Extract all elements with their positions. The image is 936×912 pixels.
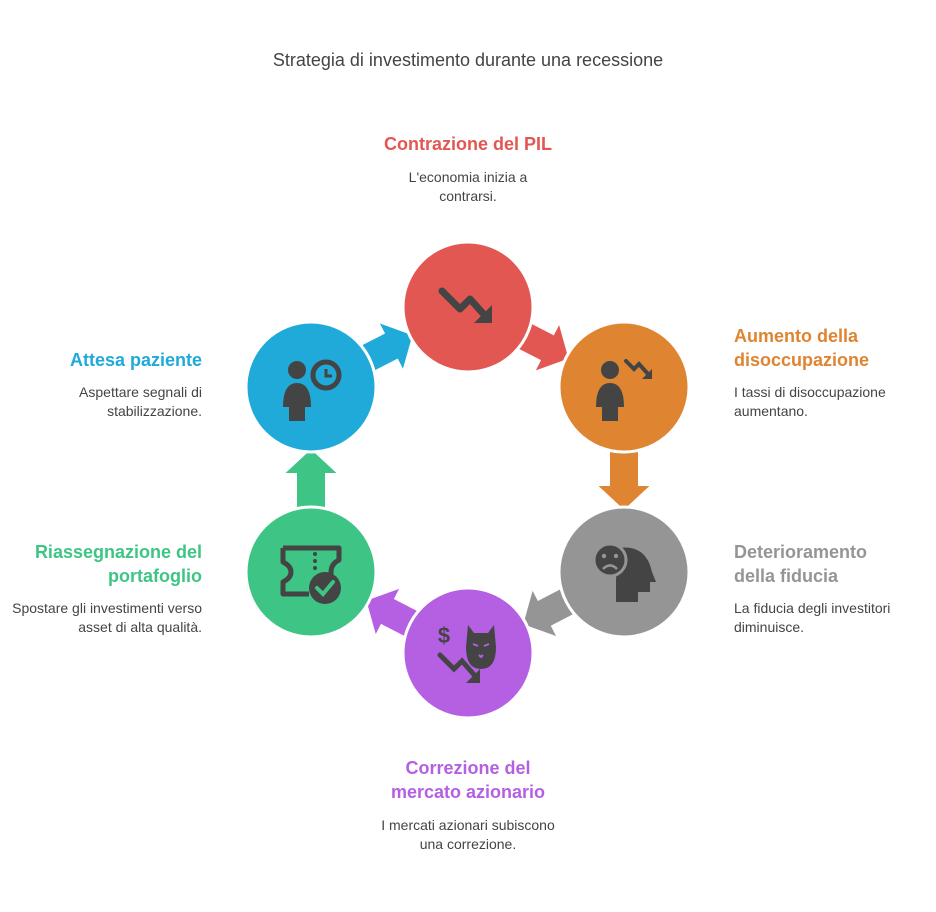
- step-desc-gdp: L'economia inizia a contrarsi.: [408, 169, 528, 204]
- step-title-confidence: Deterioramento della fiducia: [734, 542, 868, 586]
- step-desc-unemployment: I tassi di disoccupazione aumentano.: [734, 384, 886, 419]
- step-circle: [401, 240, 535, 374]
- sad-head-icon: [592, 542, 656, 602]
- step-title-gdp: Contrazione del PIL: [383, 134, 552, 154]
- ticket-check-icon: [280, 545, 342, 604]
- worker-trend-down-icon: [596, 359, 652, 421]
- step-title-market: Correzione del mercato azionario: [390, 758, 546, 802]
- step-desc-market: I mercati azionari subiscono una correzi…: [381, 817, 555, 852]
- step-circle: [557, 320, 691, 454]
- step-desc-portfolio: Spostare gli investimenti verso asset di…: [12, 600, 202, 635]
- step-desc-wait: Aspettare segnali di stabilizzazione.: [79, 384, 202, 419]
- trend-down-icon: [438, 287, 492, 323]
- step-desc-confidence: La fiducia degli investitori diminuisce.: [734, 600, 891, 635]
- step-title-portfolio: Riassegnazione del portafoglio: [34, 542, 202, 586]
- svg-text:$: $: [438, 623, 450, 648]
- step-title-wait: Attesa paziente: [69, 350, 202, 370]
- step-circle: [244, 320, 378, 454]
- diagram-title: Strategia di investimento durante una re…: [272, 50, 664, 70]
- step-node: $: [401, 586, 535, 720]
- bear-market-icon: $: [437, 623, 496, 683]
- worker-clock-icon: [283, 359, 342, 421]
- step-circle: [244, 505, 378, 639]
- step-node: [244, 505, 378, 639]
- step-node: [401, 240, 535, 374]
- step-node: [557, 320, 691, 454]
- step-title-unemployment: Aumento della disoccupazione: [734, 326, 870, 370]
- step-node: [557, 505, 691, 639]
- step-node: [244, 320, 378, 454]
